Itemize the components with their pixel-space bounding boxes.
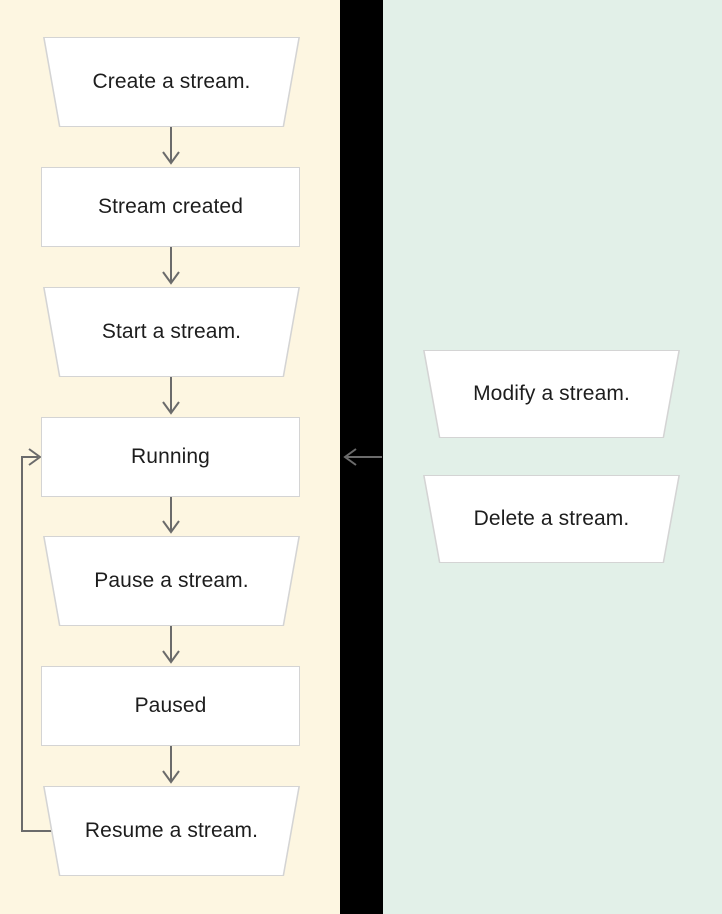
node-stream-created[interactable]: Stream created — [41, 167, 300, 247]
node-fill — [44, 537, 299, 625]
node-label: Delete a stream. — [473, 507, 630, 531]
node-label: Paused — [134, 694, 207, 718]
node-label: Modify a stream. — [473, 382, 630, 406]
node-shape — [41, 167, 300, 247]
node-resume-a-stream[interactable]: Resume a stream. — [43, 786, 300, 876]
operations-panel — [383, 0, 722, 914]
node-paused[interactable]: Paused — [41, 666, 300, 746]
node-pause-a-stream[interactable]: Pause a stream. — [43, 536, 300, 626]
node-shape — [41, 417, 300, 497]
node-fill — [424, 351, 679, 437]
node-create-a-stream[interactable]: Create a stream. — [43, 37, 300, 127]
node-modify-a-stream[interactable]: Modify a stream. — [423, 350, 680, 438]
node-label: Pause a stream. — [94, 569, 249, 593]
node-label: Start a stream. — [101, 320, 242, 344]
node-fill — [44, 787, 299, 875]
node-label: Stream created — [98, 195, 243, 219]
divider-band — [340, 0, 383, 914]
node-label: Create a stream. — [92, 70, 251, 94]
node-fill — [44, 288, 299, 376]
node-delete-a-stream[interactable]: Delete a stream. — [423, 475, 680, 563]
node-fill — [424, 476, 679, 562]
node-fill — [44, 38, 299, 126]
node-shape — [41, 666, 300, 746]
node-running[interactable]: Running — [41, 417, 300, 497]
node-label: Running — [131, 445, 210, 469]
node-start-a-stream[interactable]: Start a stream. — [43, 287, 300, 377]
node-label: Resume a stream. — [84, 819, 259, 843]
